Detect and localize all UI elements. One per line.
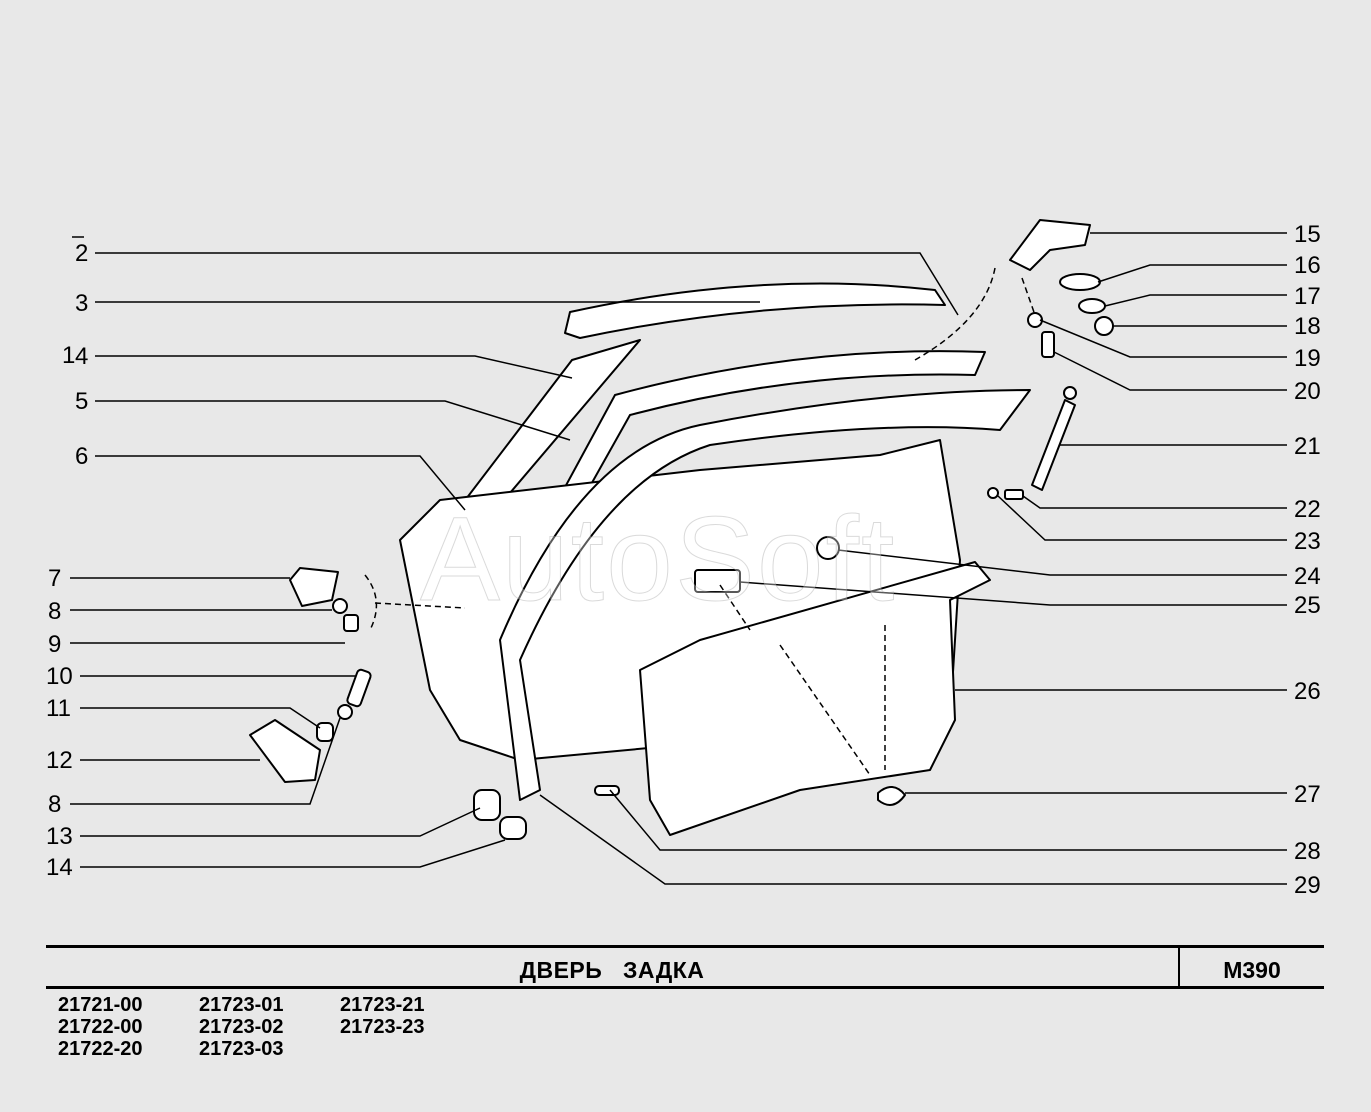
glass-frame-part <box>499 389 1031 801</box>
model-code: 21723-23 <box>340 1016 425 1038</box>
page-title: ДВЕРЬ ЗАДКА <box>519 957 705 983</box>
watermark: AutoSoft <box>419 492 897 627</box>
callout-26: 26 <box>1294 678 1321 705</box>
handle-part <box>694 569 741 593</box>
callout-12: 12 <box>46 747 73 774</box>
callout-6: 6 <box>75 443 88 470</box>
model-code: 21722-20 <box>58 1038 143 1060</box>
callout-15: 15 <box>1294 221 1321 248</box>
model-code: 21723-02 <box>199 1016 284 1038</box>
callout-27: 27 <box>1294 781 1321 808</box>
trim-panel-part <box>639 561 991 836</box>
bush-part <box>316 722 334 742</box>
callout-23: 23 <box>1294 528 1321 555</box>
bracket-part <box>249 719 321 783</box>
callout-8: 8 <box>48 598 61 625</box>
title-bar: ДВЕРЬ ЗАДКА M390 <box>46 945 1324 989</box>
bolt-part <box>346 668 372 708</box>
callout-28: 28 <box>1294 838 1321 865</box>
callout-18: 18 <box>1294 313 1321 340</box>
screw-part <box>343 614 359 632</box>
callout-16: 16 <box>1294 252 1321 279</box>
callout-21: 21 <box>1294 433 1321 460</box>
buffer-part <box>473 789 501 821</box>
retainer-part <box>877 786 906 806</box>
bumper-block-part <box>289 567 339 607</box>
bolt-part <box>1004 489 1024 500</box>
callout-22: 22 <box>1294 496 1321 523</box>
callout-10: 10 <box>46 663 73 690</box>
star-washer-part <box>1027 312 1043 328</box>
clip-part <box>816 536 840 560</box>
washer-part <box>1059 273 1101 291</box>
model-code: 21722-00 <box>58 1016 143 1038</box>
callout-3: 3 <box>75 290 88 317</box>
title-divider <box>1178 948 1180 986</box>
callout-19: 19 <box>1294 345 1321 372</box>
buffer-part <box>499 816 527 840</box>
callout-17: 17 <box>1294 283 1321 310</box>
callout-29: 29 <box>1294 872 1321 899</box>
model-code: 21723-21 <box>340 994 425 1016</box>
callout-9: 9 <box>48 631 61 658</box>
hinge-part <box>1009 219 1091 271</box>
callout-20: 20 <box>1294 378 1321 405</box>
callout-2: 2 <box>75 240 88 267</box>
exploded-parts-diagram: 1 2 3 4 5 6 7 8 9 10 11 12 8 13 14 15 16… <box>46 219 1321 899</box>
diagram-code: M390 <box>1223 957 1281 983</box>
washer-part <box>337 704 353 720</box>
bolt-part <box>1041 331 1055 358</box>
model-code: 21723-03 <box>199 1038 284 1060</box>
washer-part <box>987 487 999 499</box>
pin-part <box>594 785 620 796</box>
callout-7: 7 <box>48 565 61 592</box>
callout-4: 4 <box>75 343 88 370</box>
nut-part <box>1094 316 1114 336</box>
washer-part <box>1078 298 1106 314</box>
model-code: 21721-00 <box>58 994 143 1016</box>
washer-part <box>332 598 348 614</box>
callout-8b: 8 <box>48 791 61 818</box>
callout-25: 25 <box>1294 592 1321 619</box>
model-list: 21721-00 21723-01 21723-21 21722-00 2172… <box>58 994 481 1060</box>
gas-strut-part <box>1031 399 1076 491</box>
callout-11: 11 <box>46 695 71 722</box>
model-code: 21723-01 <box>199 994 284 1016</box>
callout-1: 1 <box>62 342 75 369</box>
spoiler-part <box>564 282 946 339</box>
callout-24: 24 <box>1294 563 1321 590</box>
callout-13: 13 <box>46 823 73 850</box>
callout-14: 14 <box>46 854 73 881</box>
callout-5: 5 <box>75 388 88 415</box>
strut-end-part <box>1063 386 1077 400</box>
